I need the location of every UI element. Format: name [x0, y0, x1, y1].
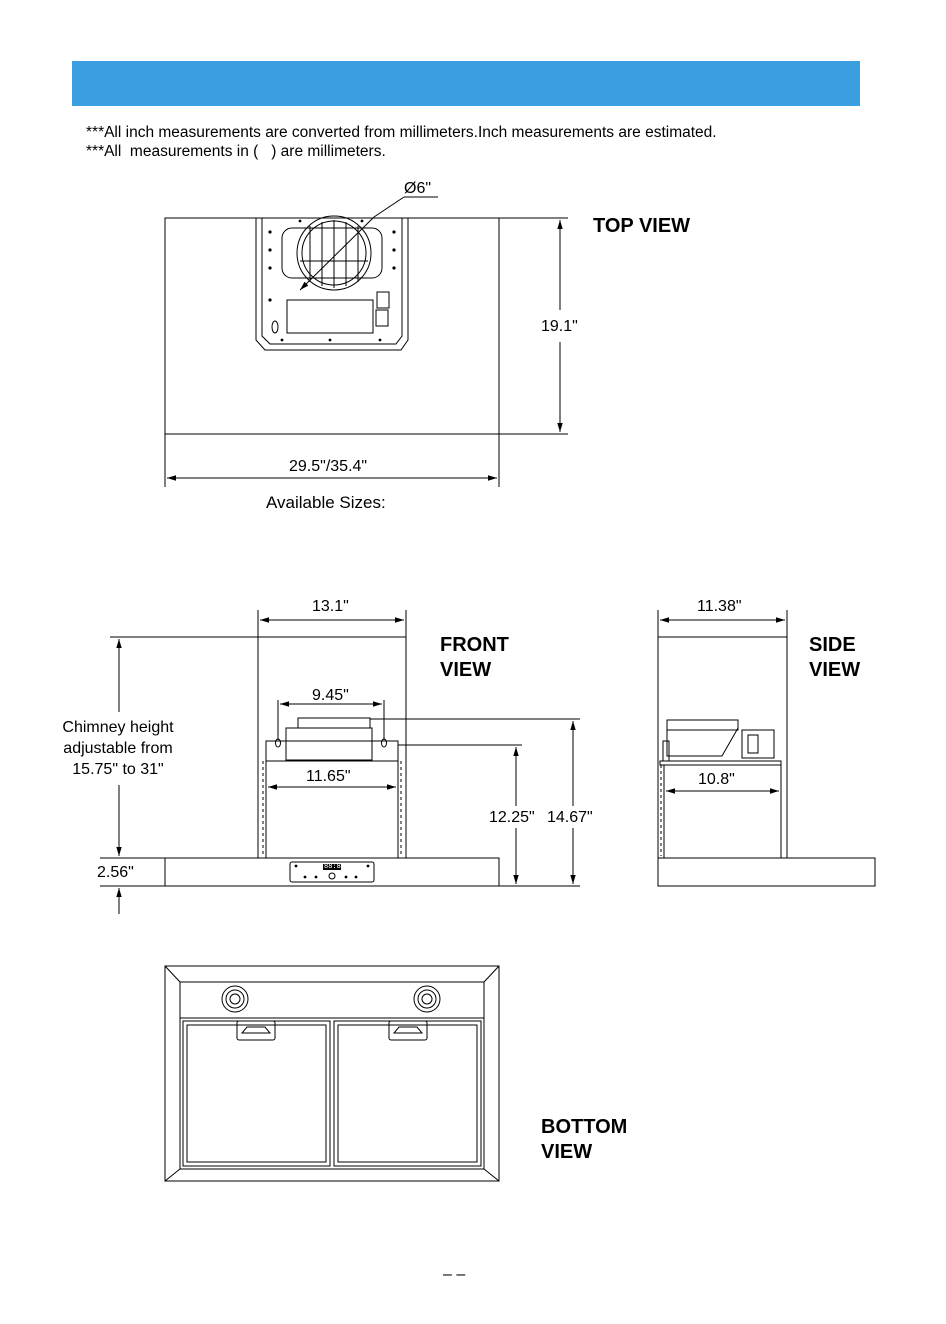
depth-dimension-label: 19.1"	[541, 318, 578, 336]
front-view-label-line1: FRONT	[440, 634, 509, 656]
chimney-width-label: 13.1"	[312, 598, 349, 615]
chimney-height-note: Chimney height adjustable from 15.75" to…	[40, 717, 196, 780]
front-view-label-line2: VIEW	[440, 659, 492, 681]
height-a-label: 12.25"	[489, 809, 535, 826]
mount-spacing-label: 9.45"	[312, 687, 349, 704]
bracket-width-label: 11.65"	[306, 768, 351, 785]
bottom-view-label-line2: VIEW	[541, 1141, 593, 1163]
duct-diameter-label: Ø6"	[404, 180, 432, 197]
bottom-view-drawing	[164, 965, 500, 1182]
bottom-view-label-line1: BOTTOM	[541, 1116, 628, 1138]
note-inch-conversion: ***All inch measurements are converted f…	[86, 124, 717, 141]
side-depth-label: 11.38"	[697, 598, 742, 615]
header-bar	[72, 61, 860, 106]
side-bracket-label: 10.8"	[698, 771, 735, 788]
top-view-label: TOP VIEW	[593, 215, 691, 237]
control-display: 88:88	[324, 862, 346, 870]
side-view-drawing	[657, 610, 876, 887]
chimney-note-line2: adjustable from	[63, 740, 173, 757]
side-view-label-line1: SIDE	[809, 634, 856, 656]
available-sizes-caption: Available Sizes:	[266, 493, 386, 512]
width-dimension-label: 29.5"/35.4"	[289, 458, 368, 475]
chimney-note-line1: Chimney height	[62, 719, 174, 736]
note-millimeters: ***All measurements in ( ) are millimete…	[86, 143, 386, 160]
top-view-drawing	[164, 196, 568, 487]
chimney-note-line3: 15.75" to 31"	[72, 761, 164, 778]
front-view-drawing	[100, 610, 580, 914]
page-number: – –	[443, 1266, 466, 1283]
side-view-label-line2: VIEW	[809, 659, 861, 681]
height-b-label: 14.67"	[547, 809, 593, 826]
body-height-label: 2.56"	[97, 864, 134, 881]
